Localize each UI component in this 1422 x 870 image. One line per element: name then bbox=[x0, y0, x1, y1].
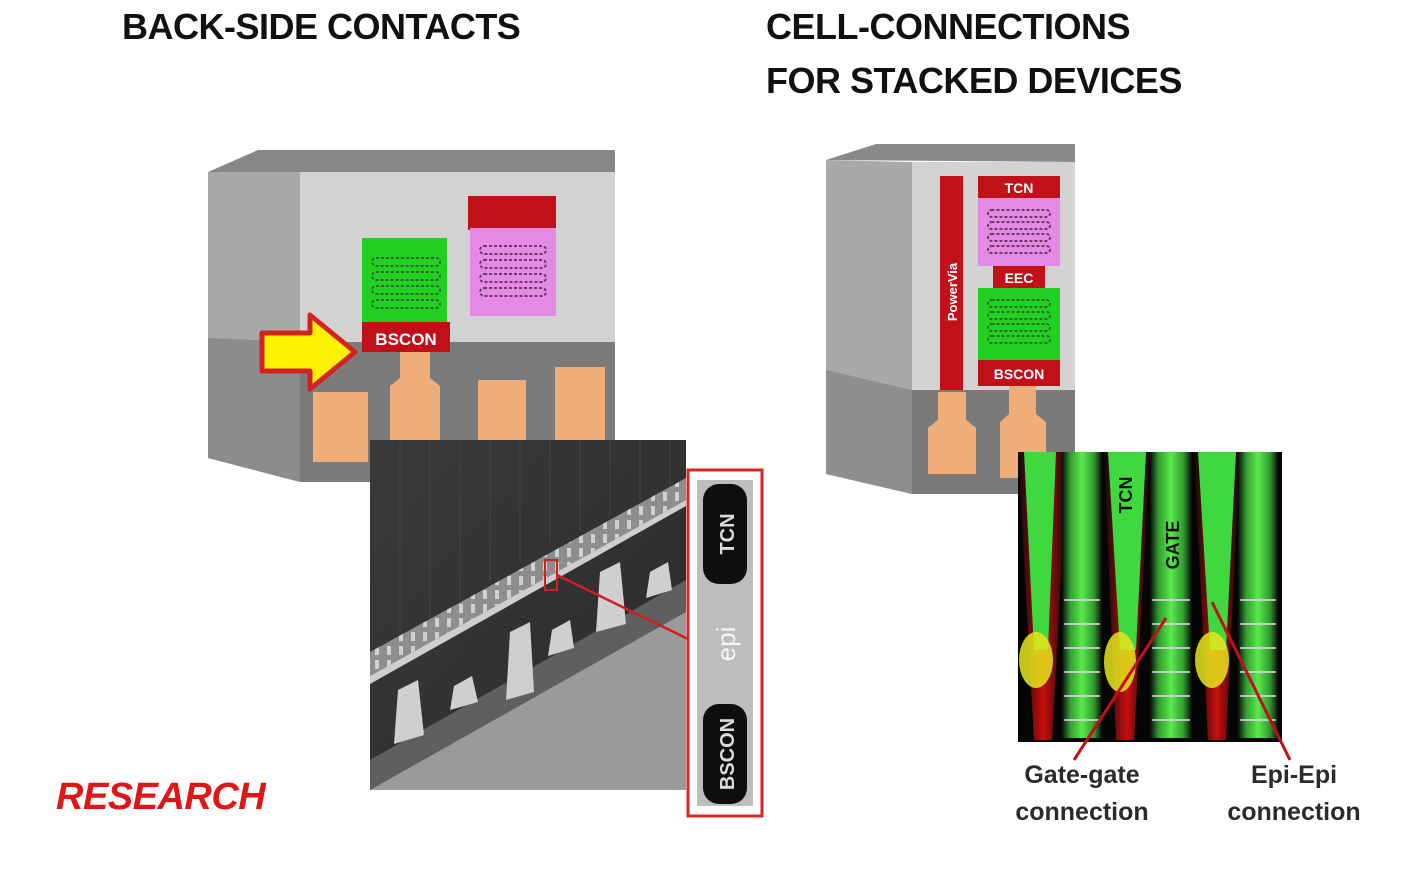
left-block-top-face bbox=[208, 150, 615, 172]
powervia-rail bbox=[940, 176, 963, 390]
gate-gate-caption: Gate-gate connection bbox=[1002, 757, 1162, 831]
left-bscon-label: BSCON bbox=[375, 330, 436, 349]
eds-micrograph-image: TCN GATE bbox=[1018, 452, 1292, 761]
epi-caption-line2: connection bbox=[1227, 798, 1361, 826]
copper-pad bbox=[555, 367, 605, 445]
epi-caption-line1: Epi-Epi bbox=[1250, 761, 1338, 789]
pmos-gate-block bbox=[470, 228, 556, 316]
title-right-line2: FOR STACKED DEVICES bbox=[766, 60, 1182, 101]
right-pmos-block bbox=[978, 198, 1060, 266]
inset-epi-label: epi bbox=[711, 627, 741, 662]
left-block-side-lower bbox=[208, 338, 300, 482]
sem-vertical-streaks bbox=[399, 440, 671, 640]
right-device-block: PowerVia TCN EEC BSCON bbox=[826, 144, 1075, 494]
left-bscon-block bbox=[362, 322, 450, 352]
title-right-line1: CELL-CONNECTIONS bbox=[766, 6, 1130, 47]
yellow-arrow-icon bbox=[259, 312, 358, 392]
micrograph-columns bbox=[1024, 452, 1278, 738]
gate-gate-pointer-line bbox=[1072, 617, 1168, 761]
inset-bscon-label: BSCON bbox=[717, 718, 739, 790]
pmos-contact-block bbox=[468, 196, 556, 230]
right-tcn-label: TCN bbox=[1005, 180, 1034, 196]
sem-callout-line bbox=[556, 573, 691, 642]
micro-tcn-label: TCN bbox=[1116, 477, 1136, 514]
gate-caption-line2: connection bbox=[1015, 798, 1149, 826]
sem-fin-row bbox=[370, 478, 686, 676]
left-device-block: BSCON bbox=[208, 150, 615, 482]
title-cell-connections: CELL-CONNECTIONS FOR STACKED DEVICES bbox=[766, 0, 1182, 108]
right-block-side-lower bbox=[826, 370, 912, 494]
right-tcn-block bbox=[978, 176, 1060, 198]
right-nanosheet-green bbox=[987, 299, 1051, 344]
right-eec-block bbox=[993, 266, 1045, 290]
bscon-via-pad bbox=[390, 352, 440, 440]
powervia-label: PowerVia bbox=[945, 262, 960, 321]
left-block-front-upper bbox=[300, 172, 615, 342]
nmos-gate-block bbox=[362, 238, 447, 324]
micro-gate-label: GATE bbox=[1163, 521, 1183, 570]
inset-bscon-contact bbox=[703, 704, 747, 804]
sem-cross-section-image bbox=[370, 440, 691, 790]
nanosheet-stack-green bbox=[371, 257, 441, 309]
micrograph-epi-spots bbox=[1019, 632, 1229, 692]
gate-caption-line1: Gate-gate bbox=[1024, 761, 1140, 789]
epi-epi-caption: Epi-Epi connection bbox=[1212, 757, 1376, 831]
epi-epi-pointer-line bbox=[1210, 601, 1292, 761]
right-bscon-label: BSCON bbox=[994, 366, 1045, 382]
sem-fin-row-edge bbox=[370, 500, 686, 684]
inset-tcn-contact bbox=[703, 484, 747, 584]
powervia-copper-pad bbox=[928, 392, 976, 474]
research-label: RESEARCH bbox=[56, 776, 266, 818]
right-block-top-face bbox=[826, 144, 1075, 162]
right-eec-label: EEC bbox=[1005, 270, 1034, 286]
zoom-inset-panel: TCN epi BSCON bbox=[686, 468, 764, 818]
sem-contact-pads bbox=[394, 562, 672, 744]
inset-tcn-label: TCN bbox=[717, 513, 739, 554]
title-back-side-contacts: BACK-SIDE CONTACTS bbox=[122, 6, 521, 47]
right-bscon-block bbox=[978, 360, 1060, 386]
copper-pad bbox=[313, 392, 368, 462]
right-nanosheet-pink bbox=[987, 209, 1051, 254]
